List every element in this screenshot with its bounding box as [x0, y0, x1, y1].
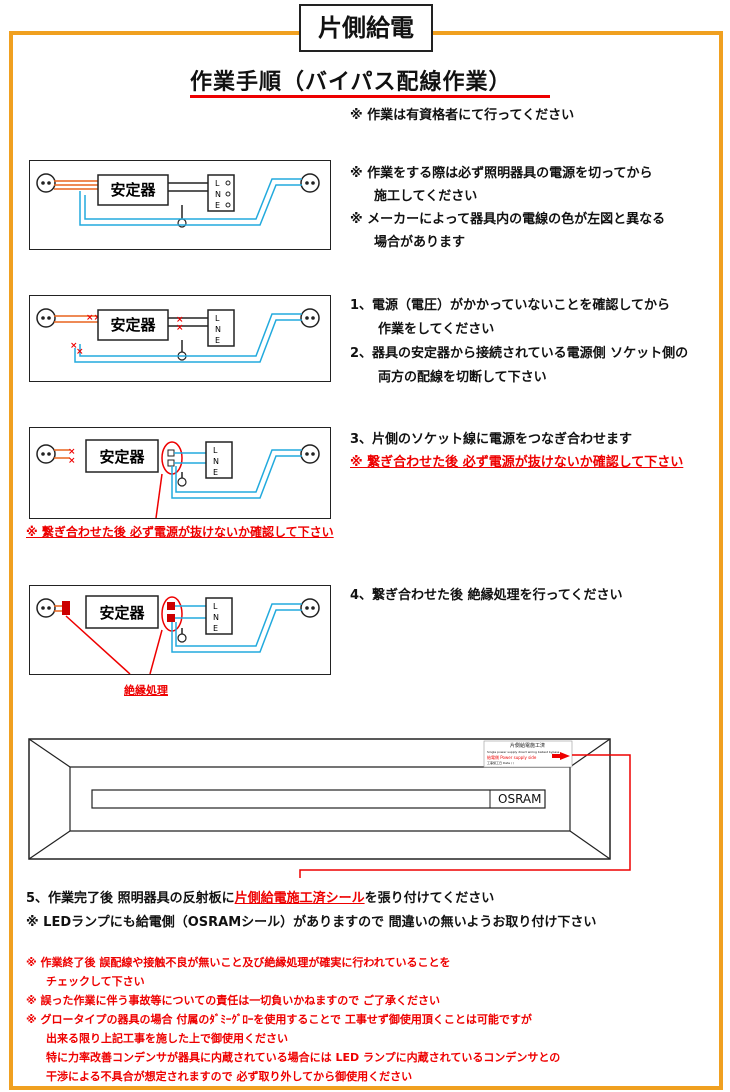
step1-line3: 2、器具の安定器から接続されている電源側 ソケット側の	[350, 346, 689, 361]
wiring-diagram-cut: ×× 安定器 × × L N E × ×	[36, 308, 320, 363]
step5-line1: 5、作業完了後 照明器具の反射板に片側給電施工済シールを張り付けてください	[26, 891, 495, 906]
svg-text:N: N	[215, 325, 221, 334]
svg-text:安定器: 安定器	[110, 316, 156, 334]
svg-text:×: ×	[76, 347, 84, 357]
sticker-line1: Single power supply direct wiring ballas…	[487, 750, 560, 754]
svg-text:安定器: 安定器	[99, 604, 145, 622]
left-socket	[36, 173, 56, 193]
page-badge: 片側給電	[299, 4, 433, 52]
svg-text:××: ××	[86, 313, 101, 323]
insulation-cap-left	[62, 601, 70, 615]
svg-text:E: E	[213, 624, 218, 633]
svg-text:L: L	[213, 446, 218, 455]
svg-text:E: E	[215, 336, 220, 345]
svg-text:L: L	[215, 314, 220, 323]
note-1: ※ 作業終了後 誤配線や接触不良が無いこと及び絶縁処理が確実に行われていることを	[26, 956, 451, 969]
svg-text:N: N	[213, 613, 219, 622]
note-qualified: ※ 作業は有資格者にて行ってください	[350, 108, 575, 123]
svg-text:E: E	[213, 468, 218, 477]
insulation-cap-neutral	[167, 614, 175, 622]
svg-text:N: N	[215, 190, 221, 199]
wiring-diagram-original: 安定器 L N E	[36, 173, 320, 228]
page-title: 作業手順（バイパス配線作業）	[190, 70, 512, 95]
ballast-label: 安定器	[110, 181, 156, 199]
diagram-panel-original: 安定器 L N E	[29, 160, 331, 250]
panel3-warning: ※ 繋ぎ合わせた後 必ず電源が抜けないか確認して下さい	[26, 525, 334, 539]
ballast-box	[97, 174, 169, 206]
note-3: ※ グロータイプの器具の場合 付属のﾀﾞﾐｰｸﾞﾛｰを使用することで 工事せず御…	[26, 1013, 532, 1026]
note-3-cont3: 干渉による不具合が想定されますので 必ず取り外してから御使用ください	[46, 1070, 413, 1083]
step4-line1: 4、繋ぎ合わせた後 絶縁処理を行ってください	[350, 588, 623, 603]
svg-text:×: ×	[176, 315, 184, 325]
step1-line1: 1、電源（電圧）がかかっていないことを確認してから	[350, 298, 671, 313]
note-2: ※ 誤った作業に伴う事故等についての責任は一切負いかねますので ご了承ください	[26, 994, 441, 1007]
diagram-panel-insulate: 安定器 L N E	[29, 585, 331, 675]
insulation-cap-live	[167, 602, 175, 610]
insulation-callout: 絶縁処理	[124, 684, 168, 697]
svg-text:N: N	[213, 457, 219, 466]
svg-text:L: L	[213, 602, 218, 611]
note-3-cont1: 出来る限り上記工事を施した上で御使用ください	[46, 1032, 288, 1045]
wiring-diagram-connect: × × 安定器 L N E	[36, 439, 320, 518]
svg-text:安定器: 安定器	[99, 448, 145, 466]
step3-line1: 3、片側のソケット線に電源をつなぎ合わせます	[350, 432, 633, 447]
lamp-brand: OSRAM	[498, 792, 542, 806]
step0-line4: 場合があります	[374, 235, 466, 250]
sticker-line2: 給電側 Power supply side	[487, 755, 537, 760]
note-1-cont: チェックして下さい	[46, 975, 145, 988]
svg-text:L: L	[215, 179, 220, 188]
step5-line2: ※ LEDランプにも給電側（OSRAMシール）がありますので 間違いの無いようお…	[26, 915, 597, 930]
step0-line3: ※ メーカーによって器具内の電線の色が左図と異なる	[350, 212, 666, 227]
svg-text:E: E	[215, 201, 220, 210]
step0-line1: ※ 作業をする際は必ず照明器具の電源を切ってから	[350, 166, 653, 181]
step1-line4: 両方の配線を切断して下さい	[378, 370, 547, 385]
step1-line2: 作業をしてください	[378, 322, 495, 337]
note-3-cont2: 特に力率改善コンデンサが器具に内蔵されている場合には LED ランプに内蔵されて…	[46, 1051, 561, 1064]
svg-text:×: ×	[68, 456, 76, 466]
wiring-diagram-insulate: 安定器 L N E	[36, 595, 320, 674]
right-socket	[300, 173, 320, 193]
diagram-panel-cut: ×× 安定器 × × L N E × ×	[29, 295, 331, 382]
ground-icon	[177, 218, 187, 228]
svg-text:×: ×	[70, 341, 78, 351]
svg-text:×: ×	[176, 323, 184, 333]
sticker-name: 片側給電施工済シール	[234, 891, 365, 906]
title-underline	[190, 95, 550, 98]
step3-warning: ※ 繋ぎ合わせた後 必ず電源が抜けないか確認して下さい	[350, 455, 684, 470]
step0-line2: 施工してください	[374, 189, 478, 204]
svg-text:×: ×	[68, 447, 76, 457]
sticker-line3: 工事施工日 Date / /	[487, 761, 515, 765]
sticker-title: 片側給電施工済	[510, 743, 546, 749]
diagram-panel-connect: × × 安定器 L N E	[29, 427, 331, 519]
